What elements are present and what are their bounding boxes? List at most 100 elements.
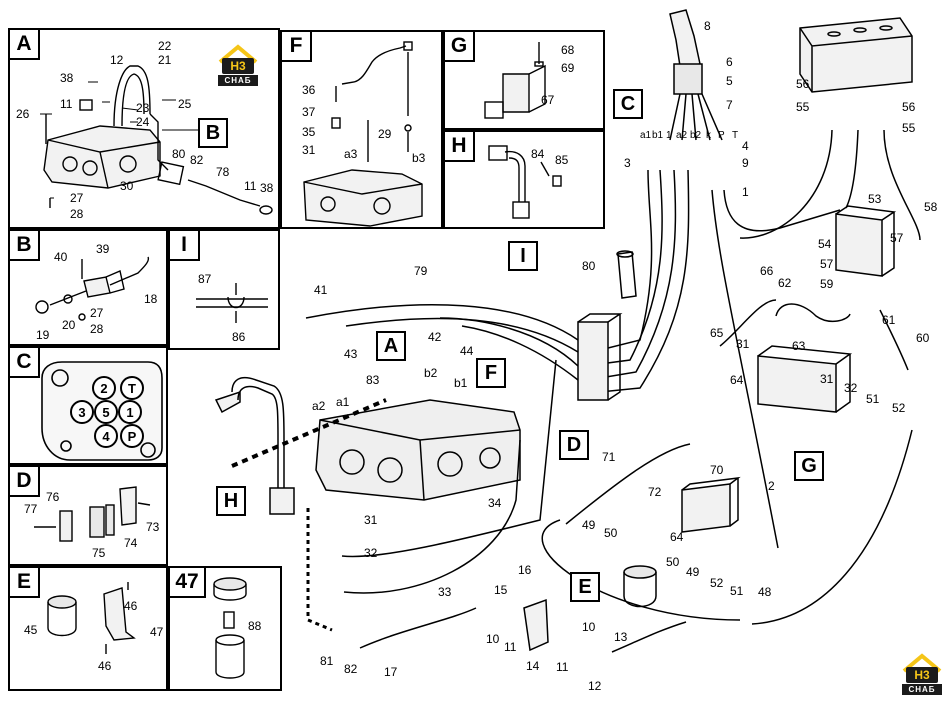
panel-h-drawing xyxy=(488,145,562,219)
callout: 53 xyxy=(868,192,882,206)
callout: 51 xyxy=(730,584,744,598)
panel-d: D 77 76 75 74 73 xyxy=(8,465,168,566)
port-5: 5 xyxy=(94,400,118,424)
callout: 82 xyxy=(190,153,204,167)
panel-g-title: G xyxy=(445,32,475,62)
panel-a: A xyxy=(8,28,280,229)
callout: 29 xyxy=(378,127,392,141)
panel-b-drawing xyxy=(35,256,150,321)
port-4: 4 xyxy=(94,424,118,448)
tag-f: F xyxy=(476,358,506,388)
callout: 51 xyxy=(866,392,880,406)
callout: b2 xyxy=(690,130,702,141)
port-1: 1 xyxy=(118,400,142,424)
callout: 28 xyxy=(90,322,104,336)
callout: 80 xyxy=(582,259,596,273)
callout: 5 xyxy=(726,74,733,88)
callout: 35 xyxy=(302,125,316,139)
callout: 52 xyxy=(892,401,906,415)
callout: 31 xyxy=(364,513,378,527)
panel-g-drawing xyxy=(484,42,546,119)
callout: a2 xyxy=(676,130,688,141)
panel-c-title: C xyxy=(10,348,40,378)
callout: 3 xyxy=(624,156,631,170)
callout: 38 xyxy=(60,71,74,85)
callout: 43 xyxy=(344,347,358,361)
callout: a1 xyxy=(336,395,350,409)
brand-logo-bottom: H3 СНАБ xyxy=(900,653,944,697)
callout: 13 xyxy=(614,630,628,644)
callout: 52 xyxy=(710,576,724,590)
callout: 37 xyxy=(302,105,316,119)
callout: 11 xyxy=(556,660,569,674)
callout: 57 xyxy=(820,257,834,271)
callout: 11 xyxy=(504,640,517,654)
callout: 9 xyxy=(742,156,749,170)
callout: 40 xyxy=(54,250,68,264)
callout: b1 xyxy=(652,130,664,141)
callout: 81 xyxy=(320,654,334,668)
callout: 49 xyxy=(686,565,700,579)
callout: 6 xyxy=(726,55,733,69)
panel-47: 47 88 xyxy=(168,566,282,691)
panel-e: E 45 46 47 46 xyxy=(8,566,168,691)
callout: a1 xyxy=(640,130,652,141)
callout: 1 xyxy=(742,185,749,199)
callout: b1 xyxy=(454,376,468,390)
callout: 61 xyxy=(882,313,896,327)
callout: 10 xyxy=(486,632,500,646)
callout: 23 xyxy=(136,101,150,115)
callout: 59 xyxy=(820,277,834,291)
panel-h-title: H xyxy=(445,132,475,162)
callout: 10 xyxy=(582,620,596,634)
callout: k xyxy=(706,130,711,141)
callout: 16 xyxy=(518,563,532,577)
callout: 18 xyxy=(144,292,158,306)
callout: 60 xyxy=(916,331,930,345)
callout: 42 xyxy=(428,330,442,344)
callout: 46 xyxy=(98,659,112,673)
callout: 44 xyxy=(460,344,474,358)
callout: 17 xyxy=(384,665,398,679)
callout: 50 xyxy=(666,555,680,569)
callout: 62 xyxy=(778,276,792,290)
callout: 7 xyxy=(726,98,733,112)
callout: 12 xyxy=(588,679,602,693)
callout: 70 xyxy=(710,463,724,477)
panel-a-title: A xyxy=(10,30,40,60)
panel-i-drawing xyxy=(196,283,268,323)
callout: 86 xyxy=(232,330,246,344)
callout: 30 xyxy=(120,179,134,193)
panel-47-drawing xyxy=(213,577,247,679)
panel-b: B 40 39 18 27 19 20 28 xyxy=(8,229,168,346)
tag-g: G xyxy=(794,451,824,481)
tag-i: I xyxy=(508,241,538,271)
panel-i-title: I xyxy=(170,231,200,261)
callout: 33 xyxy=(438,585,452,599)
callout: 64 xyxy=(730,373,744,387)
callout: 84 xyxy=(531,147,545,161)
callout: 22 xyxy=(158,39,172,53)
panel-e-drawing xyxy=(47,582,136,654)
callout: 47 xyxy=(150,625,164,639)
callout: T xyxy=(732,130,739,141)
callout: 25 xyxy=(178,97,192,111)
callout: 48 xyxy=(758,585,772,599)
callout: 58 xyxy=(924,200,938,214)
callout: 78 xyxy=(216,165,230,179)
panel-d-drawing xyxy=(34,486,151,542)
tag-h: H xyxy=(216,486,246,516)
callout: 64 xyxy=(670,530,684,544)
brand-logo: H3 СНАБ xyxy=(216,44,260,88)
callout: 19 xyxy=(36,328,50,342)
callout: a2 xyxy=(312,399,326,413)
callout: 80 xyxy=(172,147,186,161)
panel-47-title: 47 xyxy=(170,568,206,598)
callout: P xyxy=(718,130,725,141)
port-2: 2 xyxy=(92,376,116,400)
callout: 87 xyxy=(198,272,212,286)
callout: 1 xyxy=(666,130,672,141)
callout: 31 xyxy=(736,337,750,351)
callout: 39 xyxy=(96,242,110,256)
callout: 68 xyxy=(561,43,575,57)
